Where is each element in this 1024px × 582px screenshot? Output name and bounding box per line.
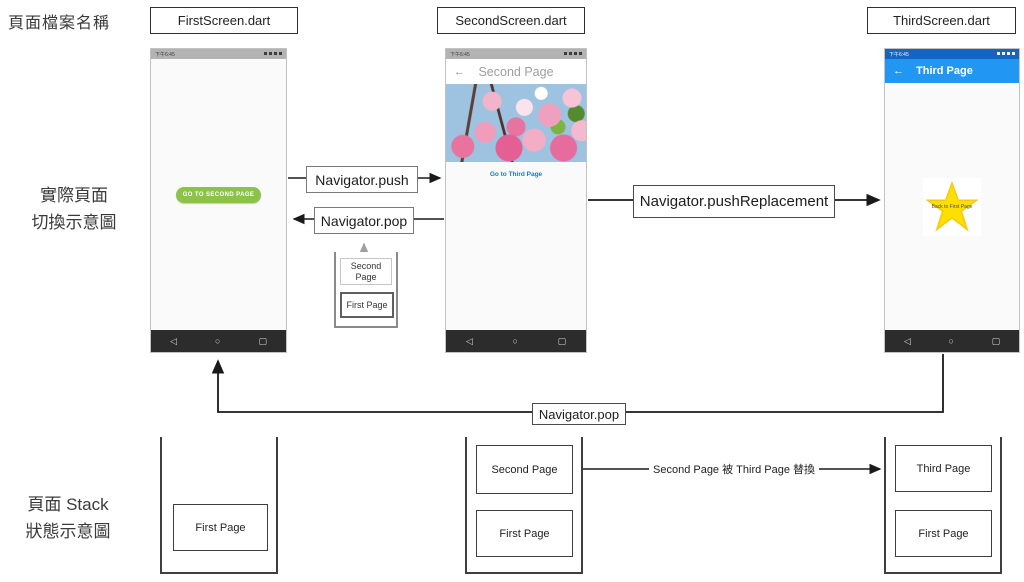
second-page-app-bar: ← Second Page xyxy=(446,59,586,84)
second-page-body: Go to Third Page xyxy=(446,84,586,330)
third-page-app-bar: ← Third Page xyxy=(885,59,1019,83)
nav-recent-icon[interactable]: ▢ xyxy=(557,336,567,346)
nav-recent-icon[interactable]: ▢ xyxy=(258,336,267,346)
nav-home-icon[interactable]: ○ xyxy=(948,336,954,346)
third-page-body: Back to First Page xyxy=(885,83,1019,330)
app-bar-title: Third Page xyxy=(916,65,973,77)
status-time: 下午6:45 xyxy=(889,51,909,58)
stack-label-line1: 頁面 Stack xyxy=(27,495,109,514)
status-bar: 下午6:45 xyxy=(151,49,286,59)
actual-pages-label-line1: 實際頁面 xyxy=(40,186,108,205)
file-box-first-screen: FirstScreen.dart xyxy=(150,7,298,34)
page-files-label: 頁面檔案名稱 xyxy=(8,15,111,32)
navigator-pop-label: Navigator.pop xyxy=(314,207,414,234)
status-icons xyxy=(262,51,282,57)
back-arrow-icon[interactable]: ← xyxy=(454,65,465,78)
nav-home-icon[interactable]: ○ xyxy=(214,336,221,346)
status-bar: 下午6:45 xyxy=(446,49,586,59)
nav-recent-icon[interactable]: ▢ xyxy=(991,336,1001,346)
status-time: 下午6:45 xyxy=(155,51,175,58)
stack-section-label: 頁面 Stack 狀態示意圖 xyxy=(6,491,130,545)
navigator-pop-bottom-label: Navigator.pop xyxy=(532,403,626,425)
actual-pages-section-label: 實際頁面 切換示意圖 xyxy=(16,182,132,236)
stack-item-first-page: First Page xyxy=(476,510,573,557)
stack-item-first-page: First Page xyxy=(173,504,268,551)
nav-home-icon[interactable]: ○ xyxy=(512,336,518,346)
mini-stack-diagram: Second Page First Page xyxy=(334,252,398,328)
first-screen-phone: 下午6:45 GO TO SECOND PAGE ◁ ○ ▢ xyxy=(150,48,287,353)
file-box-third-screen: ThirdScreen.dart xyxy=(867,7,1016,34)
nav-back-icon[interactable]: ◁ xyxy=(465,336,473,346)
stack-diagram-second: Second Page First Page xyxy=(465,437,583,574)
android-nav-bar: ◁ ○ ▢ xyxy=(151,330,286,352)
third-screen-phone: 下午6:45 ← Third Page Back to First Page ◁… xyxy=(884,48,1020,353)
go-to-second-page-button[interactable]: GO TO SECOND PAGE xyxy=(175,186,262,203)
file-box-second-screen: SecondScreen.dart xyxy=(437,7,585,34)
first-page-body: GO TO SECOND PAGE xyxy=(151,59,286,330)
status-icons xyxy=(995,51,1015,57)
mini-stack-second-page: Second Page xyxy=(340,258,392,285)
nav-back-icon[interactable]: ◁ xyxy=(903,336,911,346)
android-nav-bar: ◁ ○ ▢ xyxy=(446,330,586,352)
status-bar: 下午6:45 xyxy=(885,49,1019,59)
back-arrow-icon[interactable]: ← xyxy=(893,65,904,77)
cherry-blossom-photo xyxy=(446,84,586,162)
android-nav-bar: ◁ ○ ▢ xyxy=(885,330,1019,352)
stack-diagram-third: Third Page First Page xyxy=(884,437,1002,574)
stack-item-first-page: First Page xyxy=(895,510,992,557)
stack-diagram-first: First Page xyxy=(160,437,278,574)
mini-stack-first-page: First Page xyxy=(340,292,394,318)
replace-note-label: Second Page 被 Third Page 替換 xyxy=(649,461,820,477)
star-caption: Back to First Page xyxy=(931,203,973,210)
status-icons xyxy=(562,51,582,57)
nav-back-icon[interactable]: ◁ xyxy=(170,336,177,346)
navigator-push-replacement-label: Navigator.pushReplacement xyxy=(633,185,835,218)
stack-label-line2: 狀態示意圖 xyxy=(25,522,111,541)
stack-item-third-page: Third Page xyxy=(895,445,992,492)
actual-pages-label-line2: 切換示意圖 xyxy=(31,213,117,232)
navigator-push-label: Navigator.push xyxy=(306,166,418,193)
status-time: 下午6:45 xyxy=(450,51,470,58)
stack-item-second-page: Second Page xyxy=(476,445,573,494)
go-to-third-page-link[interactable]: Go to Third Page xyxy=(489,171,543,178)
star-icon xyxy=(926,180,978,231)
app-bar-title: Second Page xyxy=(478,64,554,79)
back-to-first-page-star-button[interactable]: Back to First Page xyxy=(923,177,981,236)
second-screen-phone: 下午6:45 ← Second Page Go to Third Page ◁ … xyxy=(445,48,587,353)
